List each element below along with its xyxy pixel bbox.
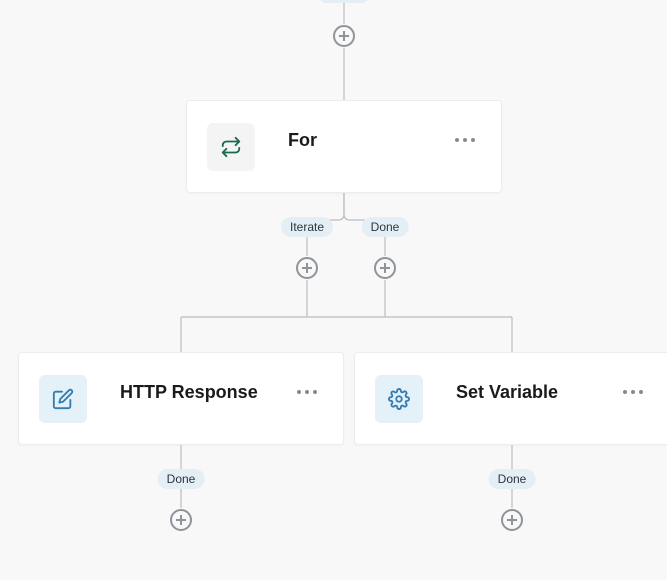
add-step-button-set-variable[interactable] xyxy=(501,509,523,531)
node-title: HTTP Response xyxy=(120,382,258,402)
node-title: Set Variable xyxy=(456,382,559,402)
iterate-branch-badge: Iterate xyxy=(280,217,334,237)
http-response-node[interactable]: HTTP Response xyxy=(18,352,344,445)
add-step-button-done[interactable] xyxy=(374,257,396,279)
for-node[interactable]: For xyxy=(186,100,502,193)
add-step-button-http-response[interactable] xyxy=(170,509,192,531)
done-branch-badge: Done xyxy=(488,469,536,489)
node-title: For xyxy=(288,130,317,150)
more-options-button[interactable] xyxy=(455,137,475,143)
more-options-button[interactable] xyxy=(623,389,643,395)
repeat-icon xyxy=(207,123,255,171)
add-step-button-iterate[interactable] xyxy=(296,257,318,279)
more-options-button[interactable] xyxy=(297,389,317,395)
set-variable-node[interactable]: Set Variable xyxy=(354,352,667,445)
done-branch-badge: Done xyxy=(157,469,205,489)
add-step-button-top[interactable] xyxy=(333,25,355,47)
edit-icon xyxy=(39,375,87,423)
gear-icon xyxy=(375,375,423,423)
done-branch-badge: Done xyxy=(361,217,409,237)
